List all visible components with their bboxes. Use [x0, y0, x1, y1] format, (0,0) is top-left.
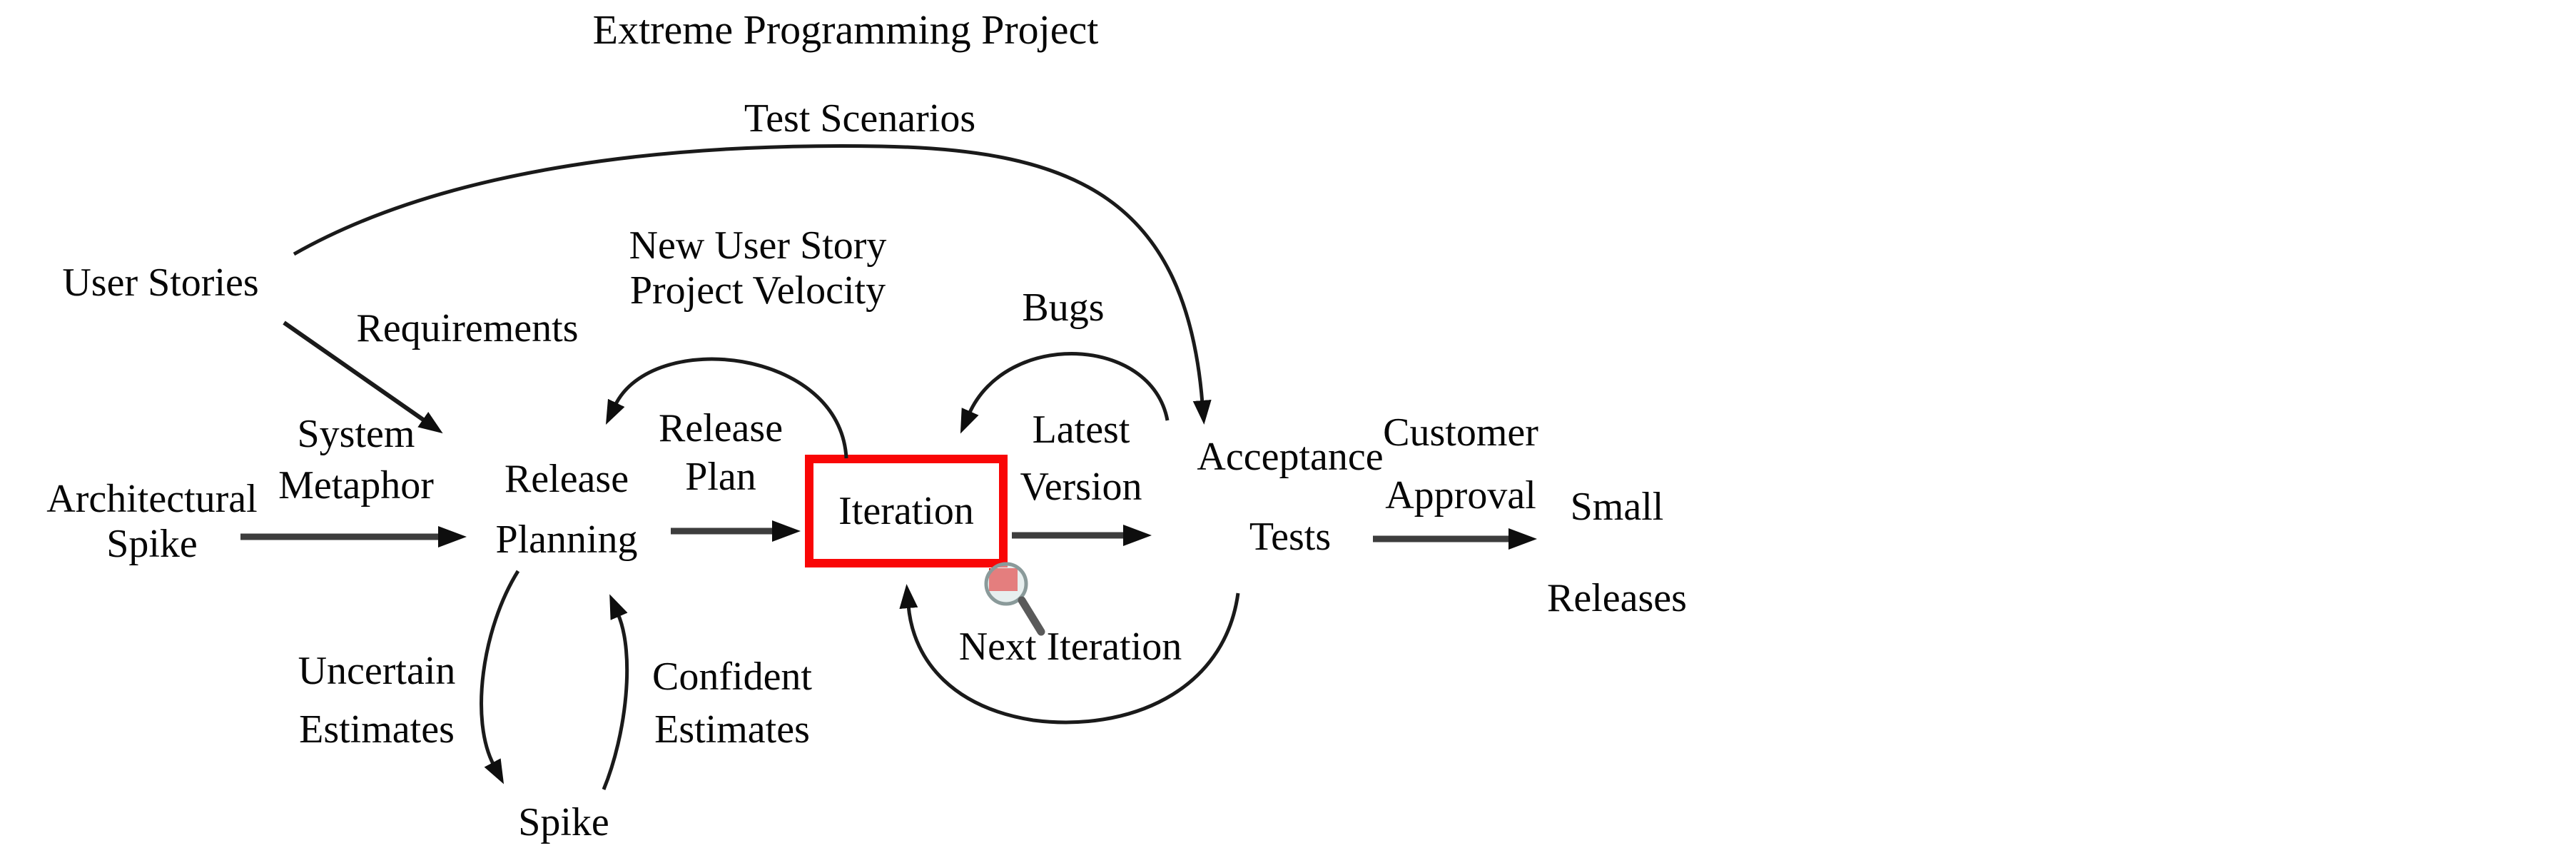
- edge-confident-estimates: [602, 594, 629, 790]
- label-system-metaphor: System Metaphor: [278, 412, 434, 508]
- edge-uncertain-estimates: [480, 570, 520, 784]
- label-user-stories: User Stories: [62, 261, 259, 305]
- label-spike: Spike: [518, 800, 609, 844]
- iteration-label: Iteration: [838, 489, 974, 533]
- label-acceptance-tests: Acceptance Tests: [1197, 435, 1384, 559]
- edge-requirements: [283, 320, 443, 434]
- label-architectural-spike: Architectural Spike: [46, 477, 258, 566]
- label-release-planning: Release Planning: [495, 457, 638, 562]
- label-bugs: Bugs: [1022, 286, 1105, 330]
- magnifier-icon: [984, 562, 1045, 636]
- magnifier-lens: [984, 562, 1028, 606]
- label-new-user-story: New User Story Project Velocity: [629, 223, 887, 313]
- edge-new-user-story-loop: [605, 357, 848, 459]
- label-next-iteration: Next Iteration: [958, 625, 1182, 669]
- label-release-plan: Release Plan: [658, 406, 784, 499]
- label-customer-approval: Customer Approval: [1383, 410, 1538, 518]
- label-confident-estimates: Confident Estimates: [652, 655, 812, 752]
- label-small-releases: Small Releases: [1547, 485, 1687, 620]
- diagram-title: Extreme Programming Project: [592, 6, 1099, 53]
- magnifier-handle: [1018, 596, 1045, 636]
- label-latest-version: Latest Version: [1020, 408, 1142, 509]
- iteration-box: Iteration: [805, 455, 1008, 567]
- label-uncertain-estimates: Uncertain Estimates: [298, 649, 456, 752]
- edge-test-scenarios: [293, 144, 1212, 425]
- label-test-scenarios: Test Scenarios: [744, 96, 976, 141]
- edge-bugs: [960, 352, 1170, 434]
- edge-next-iteration-loop: [899, 584, 1240, 725]
- label-requirements: Requirements: [356, 306, 579, 350]
